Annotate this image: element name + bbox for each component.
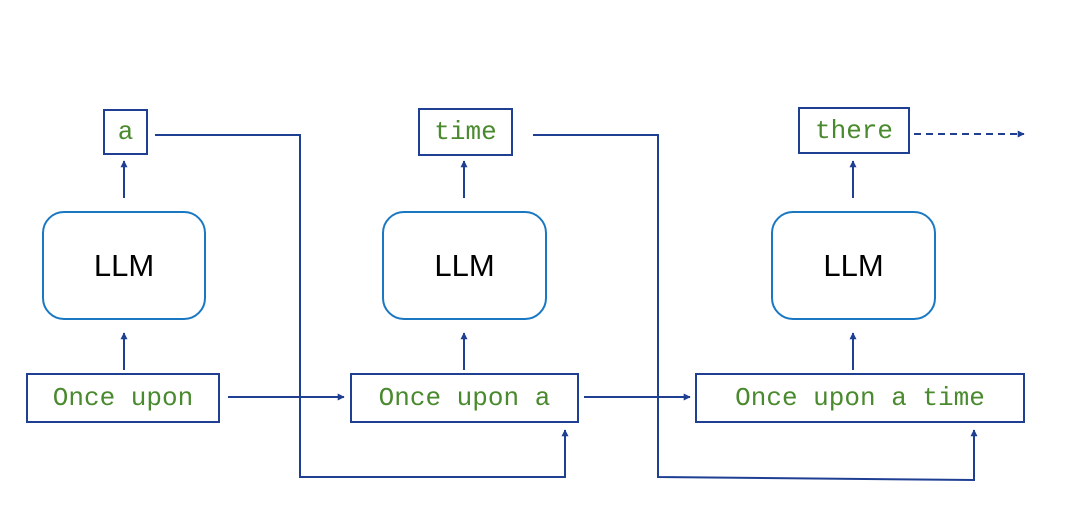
llm-box-3: LLM bbox=[771, 211, 936, 320]
output-token-1: a bbox=[103, 109, 148, 155]
output-token-3: there bbox=[798, 107, 910, 154]
feedback-arrow-1 bbox=[155, 134, 569, 478]
input-sequence-3: Once upon a time bbox=[695, 373, 1025, 423]
feedback-arrow-2 bbox=[533, 134, 978, 482]
input-sequence-1: Once upon bbox=[26, 373, 220, 423]
llm-box-2: LLM bbox=[382, 211, 547, 320]
input-sequence-2: Once upon a bbox=[350, 373, 579, 423]
output-token-2: time bbox=[418, 108, 513, 156]
llm-box-1: LLM bbox=[42, 211, 206, 320]
